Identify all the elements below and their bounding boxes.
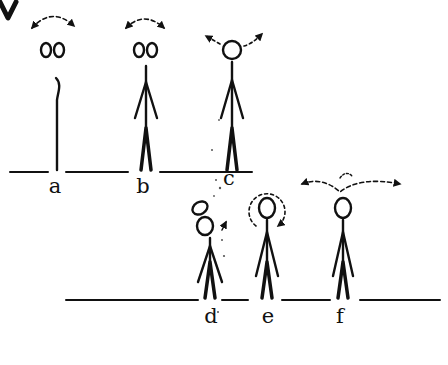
ground-line xyxy=(10,171,252,173)
figure-letter: d xyxy=(204,306,217,327)
stick-figure xyxy=(206,34,262,170)
stick-figure xyxy=(190,199,226,298)
figure-letter: b xyxy=(136,176,149,197)
stick-figure xyxy=(126,19,164,170)
stick-figure xyxy=(302,173,400,298)
figure-letter: e xyxy=(262,306,274,327)
figure-letter: a xyxy=(49,176,62,197)
stick-figure xyxy=(249,194,285,298)
corner-mark xyxy=(0,2,16,18)
scan-noise xyxy=(211,119,225,313)
stick-figure xyxy=(32,16,74,170)
figure-letter: f xyxy=(336,306,344,327)
figure-letter: c xyxy=(223,168,235,189)
ground-line xyxy=(66,299,440,301)
